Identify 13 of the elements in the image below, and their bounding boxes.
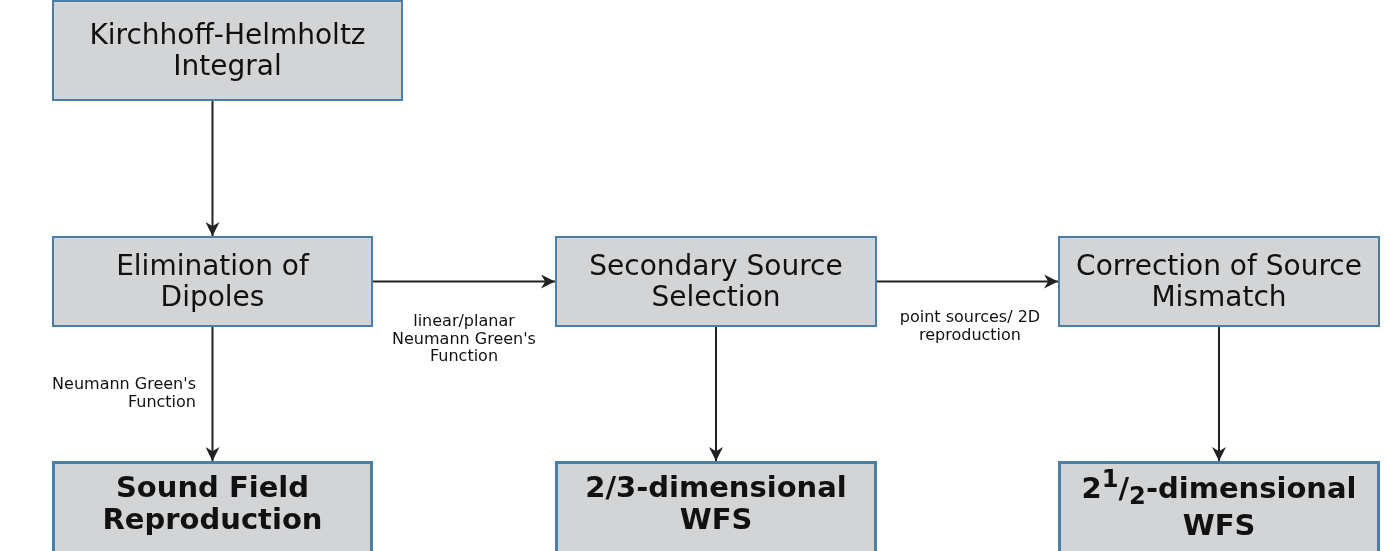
process-box: Kirchhoff-Helmholtz Integral: [52, 0, 403, 101]
arrow: [205, 100, 220, 237]
result-box: 2/3-dimensional WFS: [555, 461, 877, 551]
arrow: [205, 326, 220, 462]
arrow: [372, 274, 556, 289]
process-box: Correction of Source Mismatch: [1058, 236, 1380, 327]
arrow: [709, 326, 723, 462]
arrow: [876, 274, 1059, 289]
arrow: [1212, 326, 1226, 462]
result-box: 2$^{1}$/$_{2}$-dimensional WFS: [1058, 461, 1380, 551]
process-box: Elimination of Dipoles: [52, 236, 373, 327]
result-box: Sound Field Reproduction: [52, 461, 373, 551]
process-box: Secondary Source Selection: [555, 236, 877, 327]
